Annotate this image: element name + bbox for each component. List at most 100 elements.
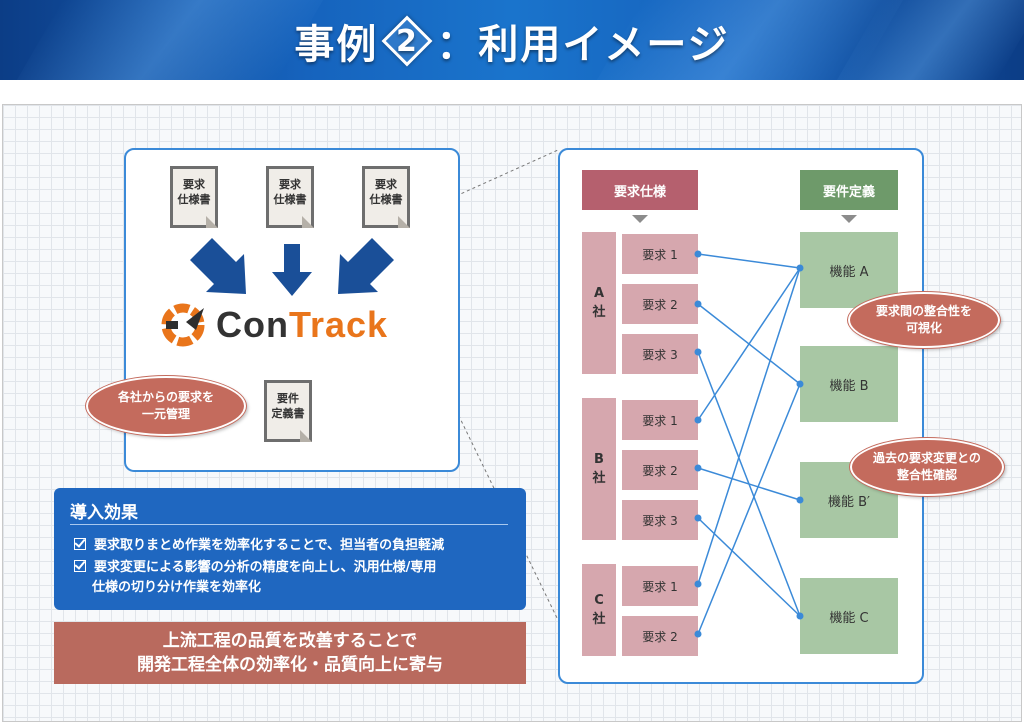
doc-label: 要求 — [183, 178, 205, 191]
callout-text: 整合性確認 — [896, 468, 957, 482]
benefit-text: 仕様の切り分け作業を効率化 — [92, 580, 262, 595]
function-label: 機能 C — [829, 610, 869, 626]
doc-label: 要求 — [279, 178, 301, 191]
function-a: 機能 A — [800, 232, 898, 308]
link-endpoint — [694, 250, 702, 258]
function-label: 機能 B′ — [827, 494, 870, 510]
company-label: B — [594, 452, 604, 467]
link-endpoint — [694, 630, 702, 638]
doc-label: 要求 — [375, 178, 397, 191]
arrow-down-icon — [272, 244, 312, 296]
callout-text: 可視化 — [905, 321, 942, 335]
contrack-logo: ConTrack — [156, 300, 388, 350]
benefits-box: 導入効果 要求取りまとめ作業を効率化することで、担当者の負担軽減 要求変更による… — [54, 488, 526, 610]
benefit-item-continued: 仕様の切り分け作業を効率化 — [92, 578, 261, 598]
logo-con: Con — [216, 304, 289, 345]
title-prefix: 事例 — [294, 22, 379, 68]
benefit-text: 要求変更による影響の分析の精度を向上し、汎用仕様/専用 — [94, 560, 437, 575]
requirement-b3: 要求 3 — [622, 500, 698, 540]
requirement-spec-header: 要求仕様 — [582, 170, 698, 210]
benefit-item: 要求変更による影響の分析の精度を向上し、汎用仕様/専用 — [74, 558, 436, 578]
doc-label: 仕様書 — [177, 193, 211, 206]
centralized-management-callout: 各社からの要求を 一元管理 — [86, 376, 246, 436]
doc-label: 仕様書 — [273, 193, 307, 206]
consistency-callout: 要求間の整合性を 可視化 — [848, 292, 1000, 348]
requirement-spec-doc-icon: 要求 仕様書 — [362, 166, 410, 228]
benefits-title: 導入効果 — [70, 503, 138, 523]
trace-link — [697, 383, 801, 635]
requirement-label: 要求 2 — [642, 297, 678, 312]
trace-link — [697, 467, 801, 501]
callout-text: 要求間の整合性を — [875, 304, 972, 318]
requirements-definition-header: 要件定義 — [800, 170, 898, 210]
outcome-text: 開発工程全体の効率化・品質向上に寄与 — [137, 655, 443, 675]
link-endpoint — [796, 380, 804, 388]
link-endpoint — [796, 496, 804, 504]
doc-label: 要件 — [277, 392, 299, 405]
outcome-banner: 上流工程の品質を改善することで 開発工程全体の効率化・品質向上に寄与 — [54, 622, 526, 684]
outcome-text: 上流工程の品質を改善することで — [162, 631, 418, 651]
title-suffix: ：利用イメージ — [436, 22, 730, 68]
function-label: 機能 B — [829, 378, 869, 394]
benefits-divider — [70, 524, 508, 525]
title-number: 2 — [395, 23, 419, 59]
function-c: 機能 C — [800, 578, 898, 654]
number-diamond: 2 — [386, 20, 428, 62]
arrow-down-right-icon — [190, 238, 246, 294]
benefit-item: 要求取りまとめ作業を効率化することで、担当者の負担軽減 — [74, 536, 444, 556]
link-endpoint — [694, 580, 702, 588]
company-label: A — [593, 286, 605, 301]
company-a: A 社 — [582, 232, 616, 374]
requirement-label: 要求 3 — [642, 513, 678, 528]
company-label: 社 — [592, 471, 606, 486]
contrack-gear-icon — [161, 303, 205, 347]
company-label: 社 — [592, 305, 606, 320]
trace-link — [697, 517, 801, 617]
requirement-a2: 要求 2 — [622, 284, 698, 324]
checkbox-icon — [74, 538, 86, 550]
callout-text: 各社からの要求を — [117, 390, 214, 404]
link-endpoint — [694, 514, 702, 522]
chevron-down-icon — [632, 215, 648, 223]
requirement-label: 要求 2 — [642, 629, 678, 644]
company-b: B 社 — [582, 398, 616, 540]
link-endpoint — [796, 264, 804, 272]
dashed-connector-top — [455, 149, 559, 197]
header-banner: 事例 2 ：利用イメージ — [0, 0, 1024, 80]
link-endpoint — [796, 612, 804, 620]
link-endpoint — [694, 464, 702, 472]
logo-wordmark: ConTrack — [216, 304, 388, 346]
requirement-label: 要求 1 — [642, 413, 678, 428]
trace-link — [697, 267, 801, 421]
requirement-label: 要求 3 — [642, 347, 678, 362]
requirement-spec-doc-icon: 要求 仕様書 — [266, 166, 314, 228]
requirement-a3: 要求 3 — [622, 334, 698, 374]
requirement-c1: 要求 1 — [622, 566, 698, 606]
benefit-text: 要求取りまとめ作業を効率化することで、担当者の負担軽減 — [94, 538, 445, 553]
trace-link — [697, 253, 801, 269]
page-title: 事例 2 ：利用イメージ — [0, 12, 1024, 70]
logo-track: Track — [288, 304, 389, 345]
link-endpoint — [694, 416, 702, 424]
requirement-c2: 要求 2 — [622, 616, 698, 656]
requirement-b2: 要求 2 — [622, 450, 698, 490]
requirement-b1: 要求 1 — [622, 400, 698, 440]
company-label: 社 — [592, 612, 606, 627]
company-c: C 社 — [582, 564, 616, 656]
requirement-label: 要求 2 — [642, 463, 678, 478]
trace-link — [697, 267, 801, 585]
requirement-a1: 要求 1 — [622, 234, 698, 274]
company-label: C — [594, 593, 604, 608]
function-label: 機能 A — [829, 264, 869, 280]
header-label: 要求仕様 — [613, 184, 666, 200]
requirement-label: 要求 1 — [642, 579, 678, 594]
change-history-callout: 過去の要求変更との 整合性確認 — [850, 438, 1004, 496]
chevron-down-icon — [841, 215, 857, 223]
requirement-label: 要求 1 — [642, 247, 678, 262]
header-label: 要件定義 — [822, 184, 875, 200]
link-endpoint — [694, 300, 702, 308]
arrow-down-left-icon — [338, 238, 394, 294]
link-endpoint — [694, 348, 702, 356]
